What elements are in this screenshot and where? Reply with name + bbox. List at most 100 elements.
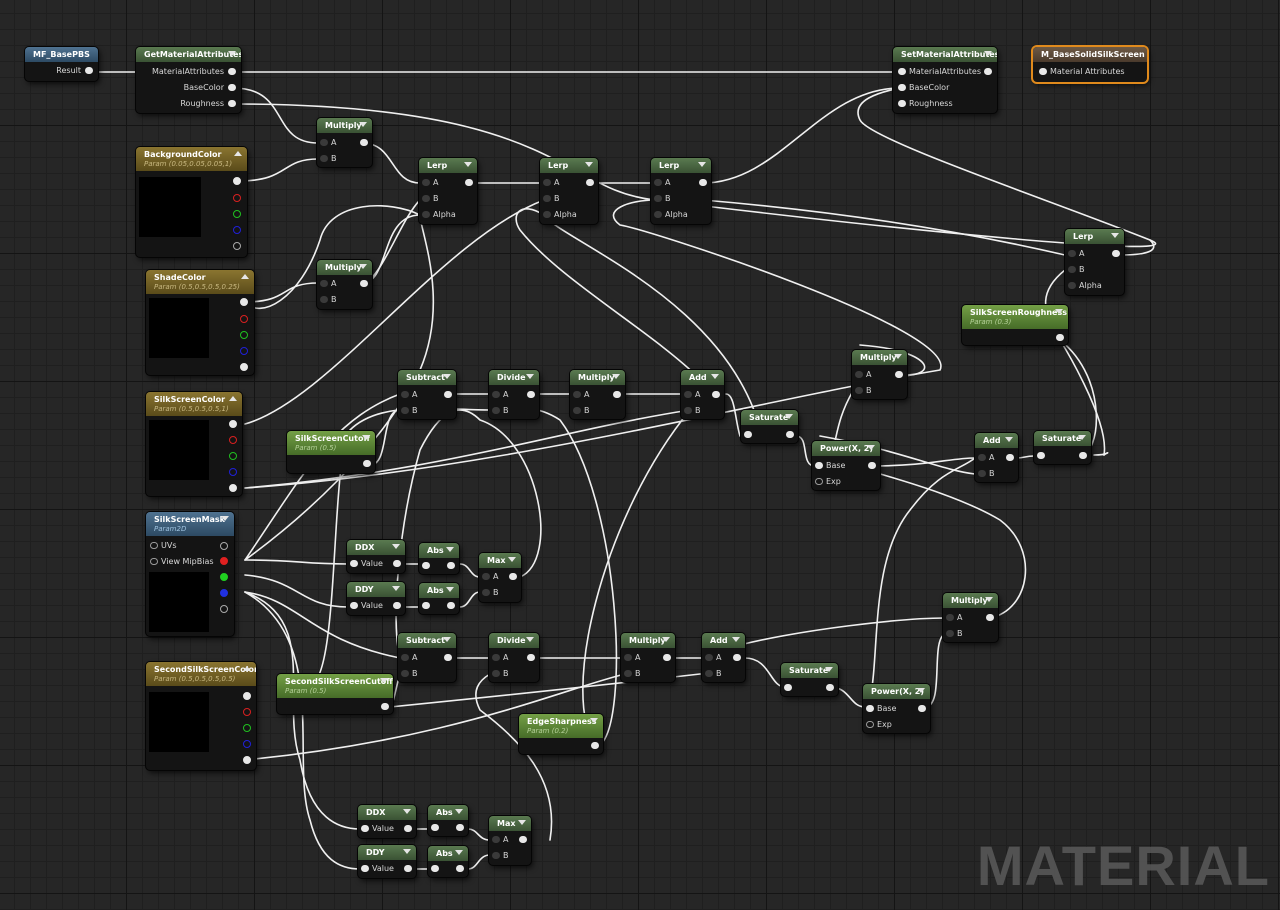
- pin-dot[interactable]: [1006, 454, 1014, 461]
- pin-dot[interactable]: [654, 195, 662, 202]
- pin-dot[interactable]: [444, 391, 452, 398]
- uvs-input-pin[interactable]: UVs: [150, 541, 177, 551]
- pin-dot[interactable]: [431, 824, 439, 831]
- collapse-arrow-icon[interactable]: [455, 850, 463, 855]
- pin-dot[interactable]: [444, 654, 452, 661]
- rgba-output-pin[interactable]: [229, 420, 237, 428]
- roughness-input-pin[interactable]: Roughness: [898, 99, 953, 109]
- basecolor-output-pin[interactable]: BaseColor: [184, 83, 236, 93]
- pin-dot[interactable]: [320, 296, 328, 303]
- pin-dot[interactable]: [573, 391, 581, 398]
- pin-dot[interactable]: [482, 573, 490, 580]
- result-output-pin[interactable]: [400, 824, 412, 834]
- result-output-pin[interactable]: [1108, 249, 1120, 259]
- b-input-pin[interactable]: B: [654, 194, 671, 204]
- pin-dot[interactable]: [360, 280, 368, 287]
- collapse-arrow-icon[interactable]: [241, 274, 249, 279]
- b-input-pin[interactable]: B: [482, 588, 499, 598]
- add-node[interactable]: Add A B: [681, 370, 724, 419]
- collapse-arrow-icon[interactable]: [612, 374, 620, 379]
- collapse-arrow-icon[interactable]: [1005, 437, 1013, 442]
- alpha-output-pin[interactable]: [240, 363, 248, 371]
- result-output-pin[interactable]: [452, 823, 464, 833]
- result-output-pin[interactable]: [695, 178, 707, 188]
- rgba-output-pin[interactable]: [240, 298, 248, 306]
- lerp-node[interactable]: Lerp A B Alpha: [1065, 229, 1124, 295]
- abs-node[interactable]: Abs: [419, 543, 459, 574]
- alpha-input-pin[interactable]: Alpha: [543, 210, 577, 220]
- collapse-arrow-icon[interactable]: [867, 445, 875, 450]
- pin-dot[interactable]: [684, 407, 692, 414]
- red-output-pin[interactable]: [220, 557, 228, 565]
- pin-dot[interactable]: [381, 703, 389, 710]
- rgba-output-pin[interactable]: [233, 177, 241, 185]
- roughness-output-pin[interactable]: Roughness: [180, 99, 236, 109]
- red-output-pin[interactable]: [243, 708, 251, 716]
- a-input-pin[interactable]: A: [1068, 249, 1084, 259]
- abs-node[interactable]: Abs: [428, 805, 468, 836]
- result-output-pin[interactable]: [582, 178, 594, 188]
- b-input-pin[interactable]: B: [946, 629, 963, 639]
- pin-dot[interactable]: [591, 742, 599, 749]
- collapse-arrow-icon[interactable]: [446, 547, 454, 552]
- pin-dot[interactable]: [422, 179, 430, 186]
- pin-dot[interactable]: [509, 573, 517, 580]
- pin-dot[interactable]: [712, 391, 720, 398]
- pin-dot[interactable]: [624, 670, 632, 677]
- pin-dot[interactable]: [1112, 250, 1120, 257]
- collapse-arrow-icon[interactable]: [984, 51, 992, 56]
- saturate-node[interactable]: Saturate: [1034, 431, 1091, 464]
- a-input-pin[interactable]: A: [492, 653, 508, 663]
- collapse-arrow-icon[interactable]: [785, 414, 793, 419]
- pin-dot[interactable]: [150, 558, 158, 565]
- pin-dot[interactable]: [527, 654, 535, 661]
- pin-dot[interactable]: [586, 179, 594, 186]
- b-input-pin[interactable]: B: [492, 406, 509, 416]
- red-output-pin[interactable]: [240, 315, 248, 323]
- b-input-pin[interactable]: B: [320, 295, 337, 305]
- saturate-node[interactable]: Saturate: [781, 663, 838, 696]
- b-input-pin[interactable]: B: [624, 669, 641, 679]
- pin-dot[interactable]: [543, 179, 551, 186]
- ddy-node[interactable]: DDY Value: [347, 582, 405, 615]
- collapse-arrow-icon[interactable]: [359, 122, 367, 127]
- pin-dot[interactable]: [519, 836, 527, 843]
- pin-dot[interactable]: [744, 431, 752, 438]
- rgba-output-pin[interactable]: [243, 692, 251, 700]
- pin-dot[interactable]: [624, 654, 632, 661]
- b-input-pin[interactable]: B: [978, 469, 995, 479]
- pin-dot[interactable]: [393, 560, 401, 567]
- collapse-arrow-icon[interactable]: [443, 637, 451, 642]
- pin-dot[interactable]: [228, 68, 236, 75]
- collapse-arrow-icon[interactable]: [392, 544, 400, 549]
- pin-dot[interactable]: [663, 654, 671, 661]
- pin-dot[interactable]: [855, 371, 863, 378]
- pin-dot[interactable]: [404, 865, 412, 872]
- pin-dot[interactable]: [456, 824, 464, 831]
- result-output-pin[interactable]: [389, 559, 401, 569]
- collapse-arrow-icon[interactable]: [1055, 309, 1063, 314]
- green-output-pin[interactable]: [243, 724, 251, 732]
- pin-dot[interactable]: [895, 371, 903, 378]
- a-input-pin[interactable]: A: [422, 178, 438, 188]
- collapse-arrow-icon[interactable]: [732, 637, 740, 642]
- green-output-pin[interactable]: [229, 452, 237, 460]
- result-output-pin[interactable]: [505, 572, 517, 582]
- pin-dot[interactable]: [401, 391, 409, 398]
- pin-dot[interactable]: [422, 211, 430, 218]
- result-output-pin[interactable]: [523, 653, 535, 663]
- pin-dot[interactable]: [150, 542, 158, 549]
- ddy-node[interactable]: DDY Value: [358, 845, 416, 878]
- alpha-input-pin[interactable]: Alpha: [654, 210, 688, 220]
- pin-dot[interactable]: [85, 67, 93, 74]
- multiply-node[interactable]: Multiply A B: [852, 350, 907, 399]
- result-output-pin[interactable]: [864, 461, 876, 471]
- multiply-node[interactable]: Multiply A B: [317, 260, 372, 309]
- b-input-pin[interactable]: B: [684, 406, 701, 416]
- pin-dot[interactable]: [527, 391, 535, 398]
- b-input-pin[interactable]: B: [492, 669, 509, 679]
- pin-dot[interactable]: [733, 654, 741, 661]
- a-input-pin[interactable]: A: [543, 178, 559, 188]
- material-attributes-output-pin[interactable]: [980, 67, 992, 77]
- pin-dot[interactable]: [361, 825, 369, 832]
